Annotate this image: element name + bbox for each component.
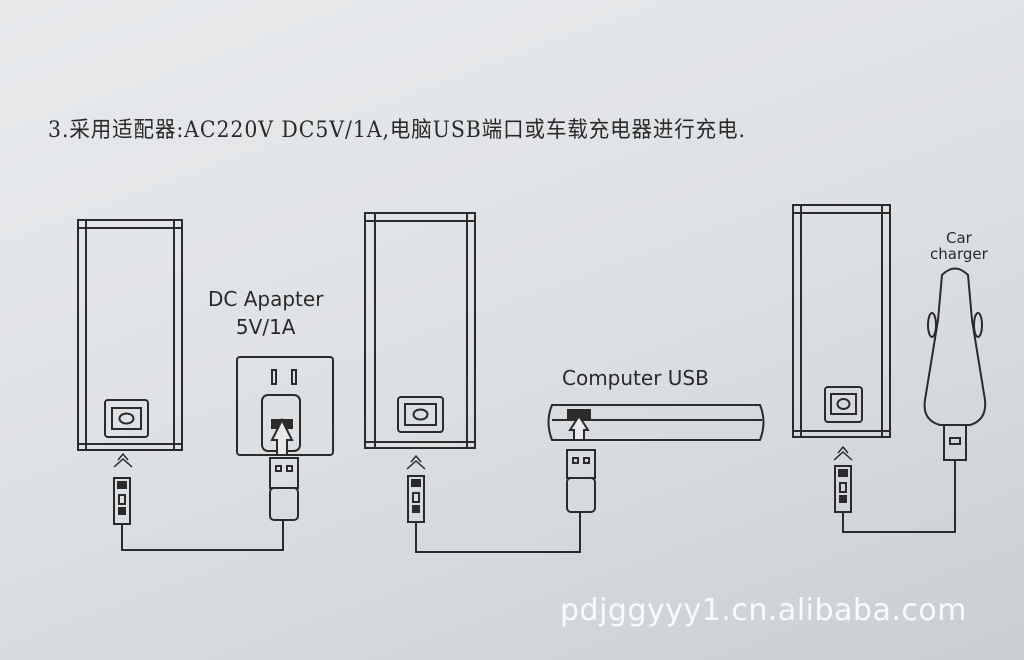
power-bank-2 [364,212,476,449]
instruction-heading: 3.采用适配器:AC220V DC5V/1A,电脑USB端口或车载充电器进行充电… [48,118,746,143]
watermark: pdjggyyy1.cn.alibaba.com [560,593,967,628]
car-label-line1: Car [945,229,972,247]
dc-adapter-name: DC Apapter [208,287,324,311]
power-bank-3 [792,204,891,438]
cable-1 [113,452,299,551]
wall-adapter [236,356,334,456]
cable-2 [406,449,596,553]
car-charger-label: Car charger [930,230,988,262]
computer-usb-port [547,404,765,441]
dc-adapter-rating: 5V/1A [235,315,296,339]
car-charger [923,267,987,461]
cable-3 [833,445,956,533]
power-bank-1 [77,219,183,451]
dc-adapter-label: DC Apapter 5V/1A [208,285,323,341]
car-label-line2: charger [930,245,988,263]
computer-usb-label: Computer USB [562,366,709,390]
